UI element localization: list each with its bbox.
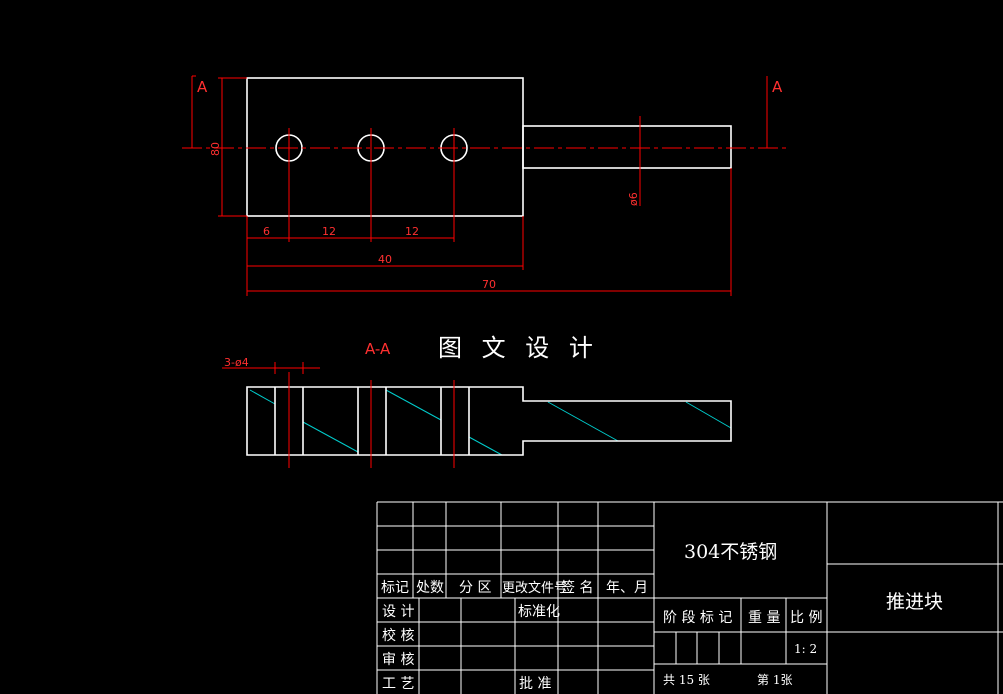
label-scale: 比 例 [790,610,822,626]
label-standard: 标准化 [518,604,560,620]
section-outline [246,386,732,456]
scale-value: 1: 2 [794,642,817,656]
section-marker-right: A [772,78,783,96]
section-label: A-A [365,340,391,358]
label-zone: 分 区 [459,580,491,596]
label-sheet: 第 1张 [757,673,792,687]
label-total: 共 15 张 [663,673,710,687]
label-sign: 签 名 [561,579,593,596]
label-design: 设 计 [382,604,414,620]
label-stage: 阶 段 标 记 [663,610,732,626]
label-date: 年、月 [606,580,648,596]
dim-holes: 3-ø4 [224,356,249,369]
dim-length-40: 40 [378,253,392,266]
block-body [246,77,524,217]
label-process: 工 艺 [382,676,414,692]
section-marker-left: A [197,78,208,96]
material: 304不锈钢 [684,541,777,563]
label-review: 审 核 [382,652,414,668]
part-name: 推进块 [886,591,943,613]
dim-diameter: ø6 [627,192,640,206]
dim-height: 80 [209,142,222,156]
label-doc: 更改文件号 [502,581,567,596]
drawing-title: 图 文 设 计 [438,334,599,362]
label-weight: 重 量 [748,610,780,626]
top-view: A A 80 6 12 12 40 70 ø6 [182,75,790,296]
label-mark: 标记 [381,580,409,596]
label-count: 处数 [416,580,444,596]
rod [522,125,732,169]
dim-gap3: 12 [405,225,419,238]
dim-gap1: 6 [263,225,270,238]
label-check: 校 核 [382,627,414,644]
title-block: 标记 处数 分 区 更改文件号 签 名 年、月 设 计 标准化 校 核 审 核 … [376,501,1003,694]
dim-length-70: 70 [482,278,496,291]
dim-gap2: 12 [322,225,336,238]
label-approve: 批 准 [519,676,551,692]
section-view: 3-ø4 [222,356,732,468]
